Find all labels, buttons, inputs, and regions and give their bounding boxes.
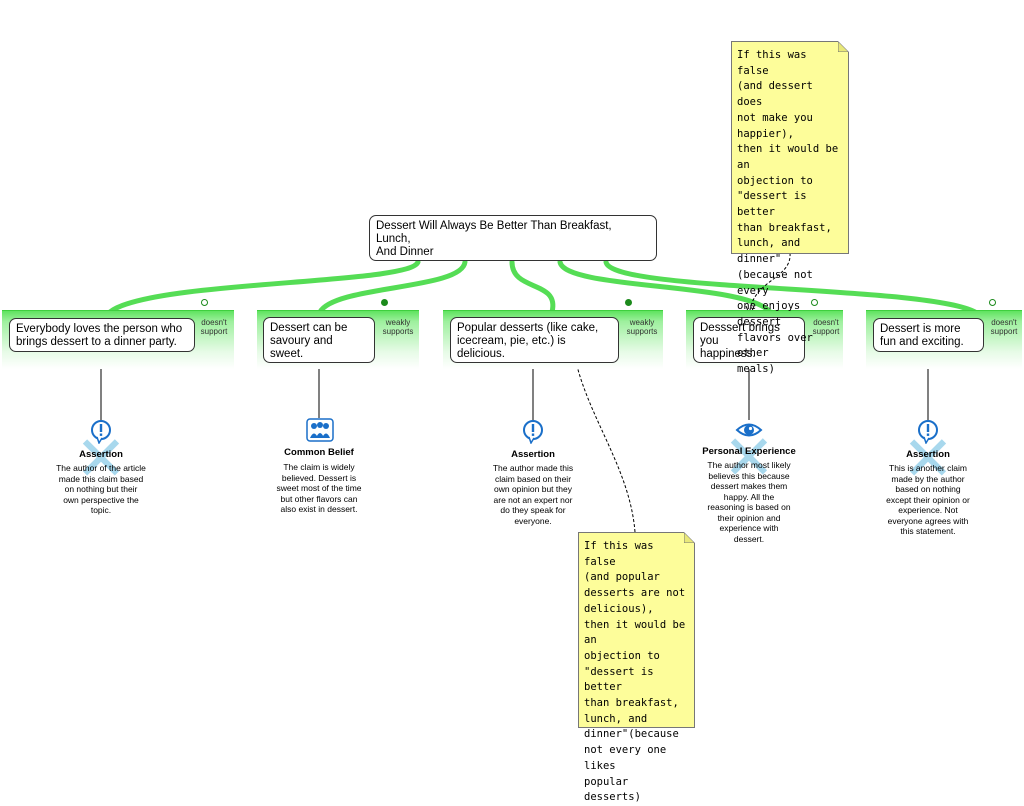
note-link-1	[749, 252, 791, 311]
strength-dot-3	[625, 299, 632, 306]
strength-label-3: weakly supports	[626, 318, 658, 336]
strength-dot-1	[201, 299, 208, 306]
evidence-desc-4: The author most likely believes this bec…	[707, 460, 791, 544]
objection-note-1[interactable]: If this was false (and dessert does not …	[731, 41, 849, 375]
strength-label-1: doesn't support	[200, 318, 228, 336]
strength-dot-5	[989, 299, 996, 306]
exclamation-icon	[523, 420, 543, 444]
reason-claim-3[interactable]: Popular desserts (like cake, icecream, p…	[450, 317, 619, 363]
link-reason-3	[509, 259, 556, 315]
rejected-x-4: ✕	[723, 421, 775, 494]
note-fold-2	[684, 532, 695, 543]
reason-claim-4[interactable]: Desssert brings you happiness.	[693, 317, 805, 363]
evidence-type-2: Common Belief	[284, 447, 354, 458]
link-reason-2	[317, 259, 468, 315]
link-reason-5	[603, 259, 978, 315]
argument-map-canvas: Dessert Will Always Be Better Than Break…	[2, 41, 1022, 803]
note-link-2	[575, 361, 636, 533]
evidence-desc-5: This is another claim made by the author…	[886, 463, 970, 536]
evidence-desc-3: The author made this claim based on thei…	[492, 463, 574, 526]
reason-claim-1[interactable]: Everybody loves the person who brings de…	[9, 318, 195, 352]
strength-label-4: doesn't support	[812, 318, 840, 336]
eye-icon	[735, 423, 763, 437]
evidence-type-3: Assertion	[511, 449, 555, 460]
note-fold-1	[838, 41, 849, 52]
link-reason-4	[557, 259, 773, 315]
exclamation-icon	[918, 420, 938, 444]
people-icon	[306, 418, 334, 442]
strength-dot-2	[381, 299, 388, 306]
strength-dot-4	[811, 299, 818, 306]
connector-layer	[100, 252, 978, 533]
evidence-type-4: Personal Experience	[702, 446, 796, 457]
link-reason-1	[107, 259, 421, 315]
objection-note-2[interactable]: If this was false (and popular desserts …	[578, 532, 695, 803]
evidence-type-5: Assertion	[906, 449, 950, 460]
evidence-desc-1: The author of the article made this clai…	[56, 463, 146, 515]
strength-label-2: weakly supports	[382, 318, 414, 336]
reason-claim-2[interactable]: Dessert can be savoury and sweet.	[263, 317, 375, 363]
evidence-desc-2: The claim is widely believed. Dessert is…	[276, 462, 362, 514]
evidence-type-1: Assertion	[79, 449, 123, 460]
reason-claim-5[interactable]: Dessert is more fun and exciting.	[873, 318, 984, 352]
strength-label-5: doesn't support	[990, 318, 1018, 336]
exclamation-icon	[91, 420, 111, 444]
main-claim[interactable]: Dessert Will Always Be Better Than Break…	[369, 215, 657, 261]
